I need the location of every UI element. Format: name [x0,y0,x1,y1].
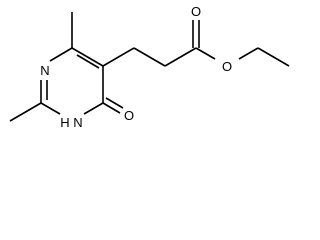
bond-ethyl [257,47,290,67]
bond-c5-ch2 [102,47,135,67]
atom-h-ring: H [60,115,69,130]
bond-carbonyl-ether-o [195,47,216,60]
bond-ch2-carbonyl [164,47,197,67]
bond-c6-keto-double [105,97,124,109]
bond-nh-c2 [40,102,61,115]
substituent-bonds [9,12,290,122]
atom-labels: N H N O O O [40,4,232,130]
bond-c4-c5-inner [76,54,100,69]
bond-c6-nh [83,102,104,115]
atom-o-carbonyl: O [191,4,201,19]
bond-ether-o-ch2 [238,47,259,60]
pyrimidine-ring [40,47,104,115]
atom-o-keto: O [124,108,134,123]
atom-o-ether: O [222,59,232,74]
bond-n-c4 [49,47,73,62]
bond-c2-methyl [9,102,42,122]
bond-ch2-ch2 [133,47,166,67]
atom-n-ring: N [40,63,49,78]
bond-c6-keto [102,102,121,114]
atom-n-ring-nh: N [73,115,82,130]
bond-c4-c5 [71,47,104,67]
chemical-structure: N H N O O O [9,4,290,130]
